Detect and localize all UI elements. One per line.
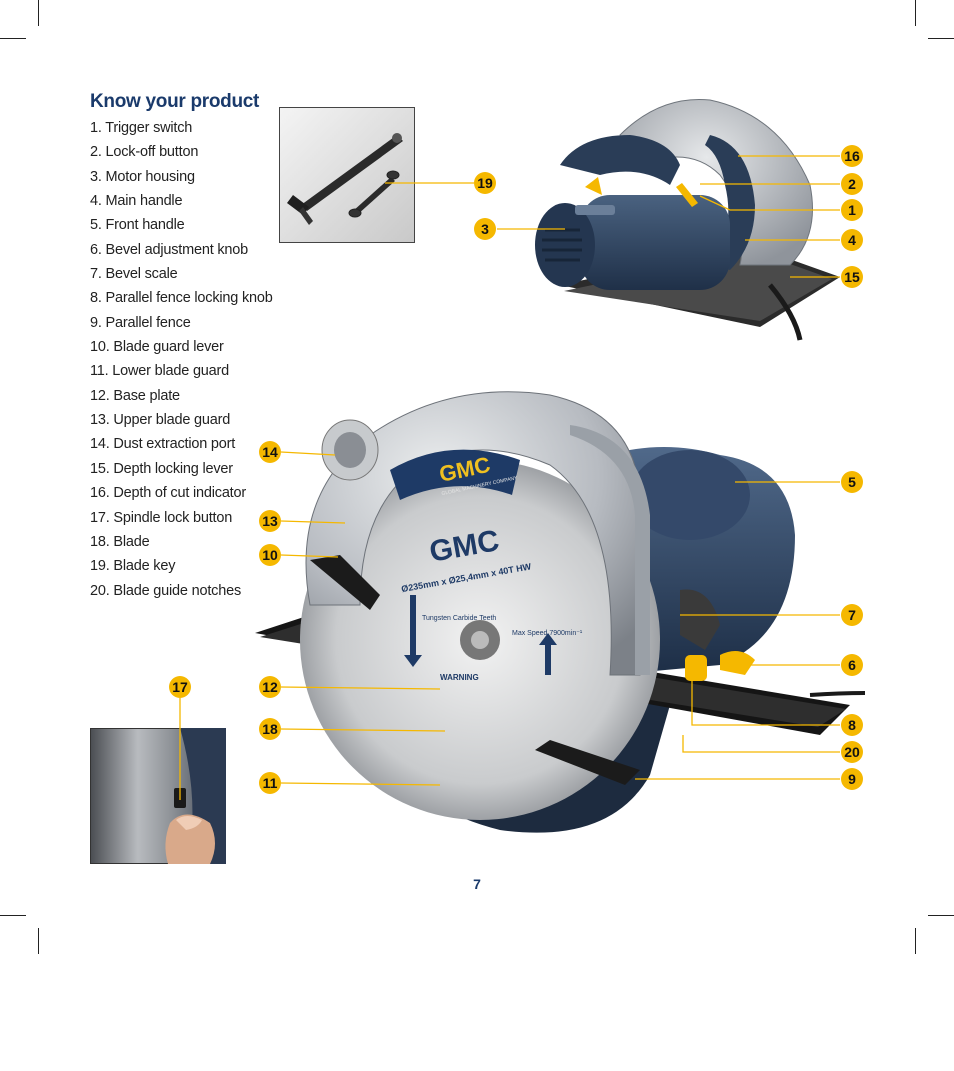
- list-item: 20. Blade guide notches: [90, 582, 241, 599]
- section-heading: Know your product: [90, 91, 260, 112]
- list-item: 17. Spindle lock button: [90, 509, 233, 526]
- saw-front-view-photo: GMC GLOBAL MACHINERY COMPANY GMC Ø235mm …: [255, 391, 866, 833]
- callout-4: 4: [841, 229, 863, 251]
- crop-mark: [38, 928, 39, 954]
- crop-mark: [0, 915, 26, 916]
- callout-1: 1: [841, 199, 863, 221]
- crop-mark: [928, 38, 954, 39]
- list-item: 9. Parallel fence: [90, 314, 191, 331]
- blade-speed-text: Max Speed 7900min⁻¹: [512, 630, 583, 637]
- callout-12: 12: [259, 676, 281, 698]
- list-item: 11. Lower blade guard: [90, 363, 230, 380]
- crop-mark: [915, 928, 916, 954]
- callout-17: 17: [169, 676, 191, 698]
- callout-6: 6: [841, 654, 863, 676]
- callout-8: 8: [841, 714, 863, 736]
- list-item: 18. Blade: [90, 533, 150, 550]
- callout-10: 10: [259, 544, 281, 566]
- list-item: 2. Lock-off button: [90, 144, 199, 161]
- callout-2: 2: [841, 173, 863, 195]
- list-item: 16. Depth of cut indicator: [90, 485, 247, 502]
- list-item: 8. Parallel fence locking knob: [90, 290, 273, 307]
- blade-note-text: Tungsten Carbide Teeth: [422, 615, 496, 622]
- callout-5: 5: [841, 471, 863, 493]
- list-item: 5. Front handle: [90, 217, 185, 234]
- list-item: 19. Blade key: [90, 558, 176, 575]
- callout-18: 18: [259, 718, 281, 740]
- crop-mark: [38, 0, 39, 26]
- crop-mark: [915, 0, 916, 26]
- callout-14: 14: [259, 441, 281, 463]
- list-item: 12. Base plate: [90, 387, 180, 404]
- callout-19: 19: [474, 172, 496, 194]
- list-item: 4. Main handle: [90, 193, 183, 210]
- crop-mark: [0, 38, 26, 39]
- blade-key-photo: [279, 107, 415, 243]
- saw-rear-view-photo: [535, 98, 840, 341]
- list-item: 13. Upper blade guard: [90, 412, 231, 429]
- callout-7: 7: [841, 604, 863, 626]
- callout-16: 16: [841, 145, 863, 167]
- list-item: 6. Bevel adjustment knob: [90, 241, 249, 258]
- blade-warning-text: WARNING: [440, 673, 479, 682]
- parts-list: 1. Trigger switch 2. Lock-off button 3. …: [90, 118, 273, 605]
- crop-mark: [928, 915, 954, 916]
- callout-11: 11: [259, 772, 281, 794]
- list-item: 7. Bevel scale: [90, 266, 178, 283]
- callout-3: 3: [474, 218, 496, 240]
- list-item: 10. Blade guard lever: [90, 339, 224, 356]
- list-item: 14. Dust extraction port: [90, 436, 236, 453]
- list-item: 15. Depth locking lever: [90, 460, 233, 477]
- callout-15: 15: [841, 266, 863, 288]
- callout-13: 13: [259, 510, 281, 532]
- callout-20: 20: [841, 741, 863, 763]
- list-item: 3. Motor housing: [90, 168, 195, 185]
- page-number: 7: [473, 876, 481, 892]
- list-item: 1. Trigger switch: [90, 120, 193, 136]
- callout-9: 9: [841, 768, 863, 790]
